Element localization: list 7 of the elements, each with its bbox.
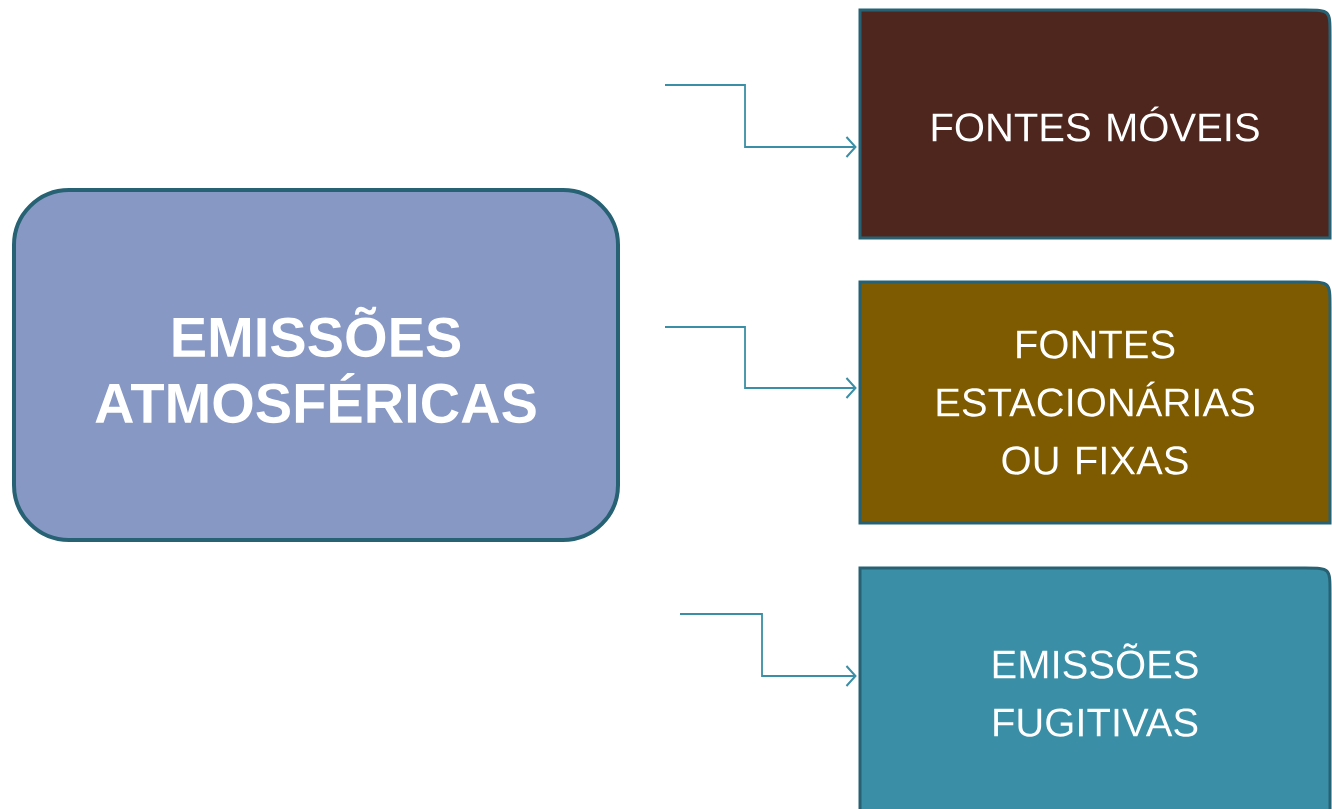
elbow-arrow [664,84,857,158]
category-box: FONTES MÓVEIS [858,8,1332,240]
elbow-arrow [664,326,857,399]
elbow-arrow [679,613,857,687]
category-box: EMISSÕES FUGITIVAS [858,566,1332,809]
rounded-box: EMISSÕES ATMOSFÉRICAS [12,188,620,542]
category-box: FONTES ESTACIONÁRIAS OU FIXAS [858,280,1332,525]
